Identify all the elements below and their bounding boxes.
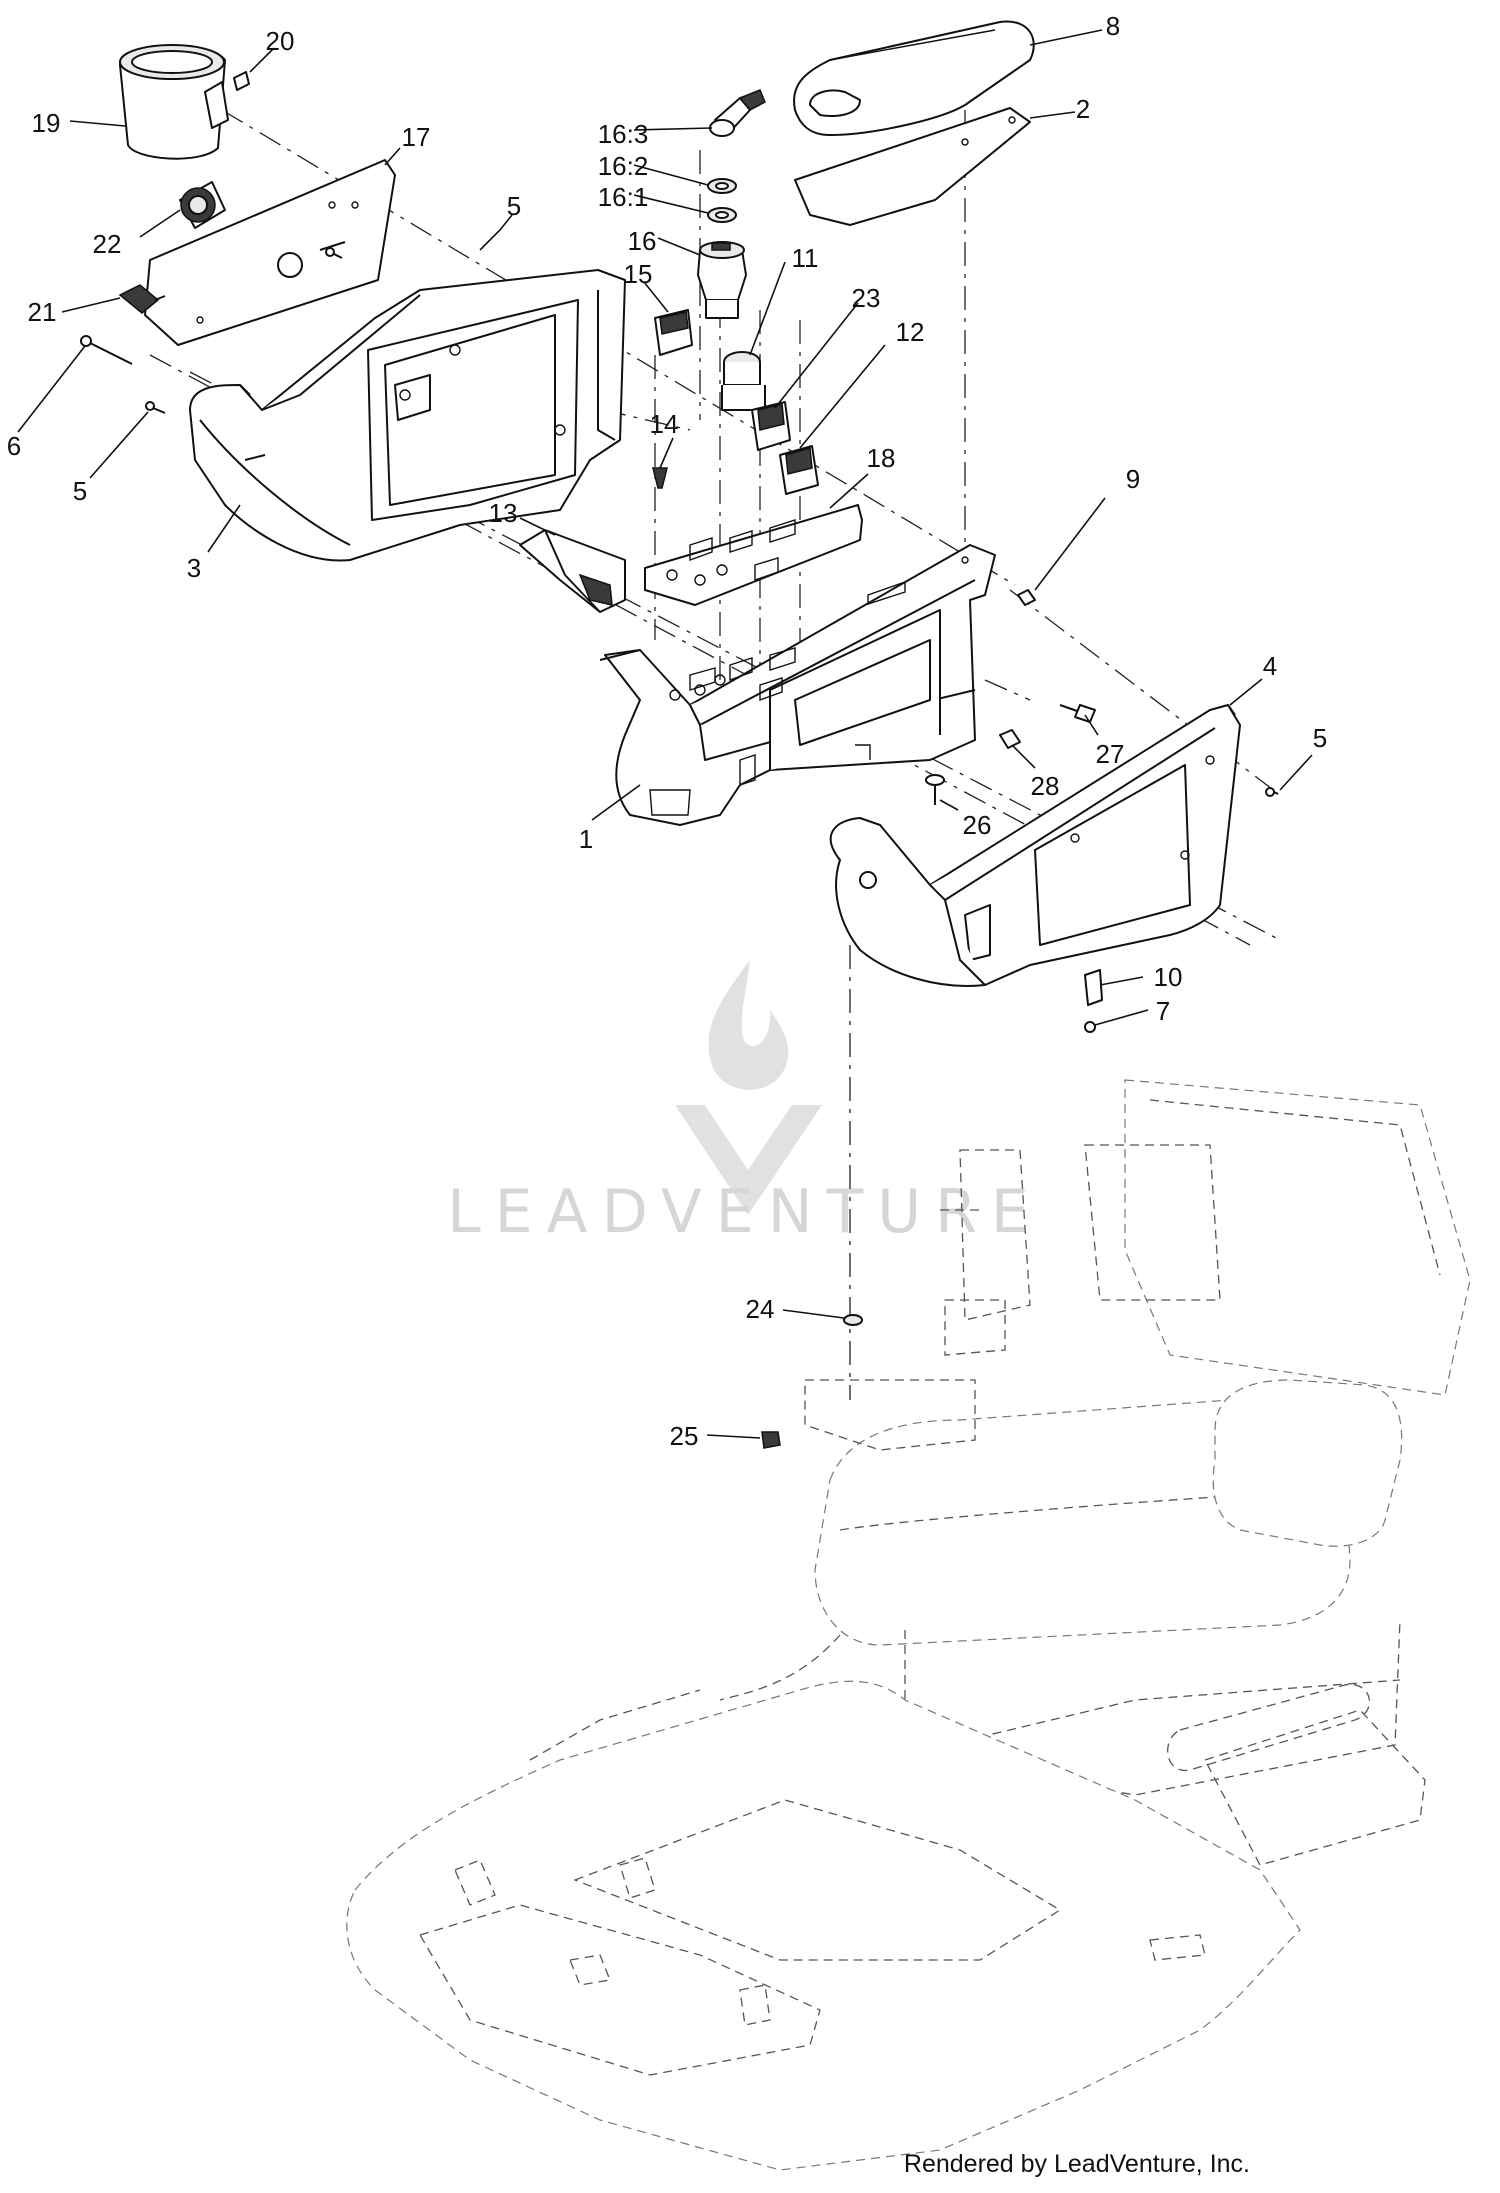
screw-5-left bbox=[145, 401, 166, 414]
callout-22: 22 bbox=[93, 229, 122, 259]
callout-25: 25 bbox=[670, 1421, 699, 1451]
nut-9 bbox=[1017, 589, 1036, 606]
render-credit: Rendered by LeadVenture, Inc. bbox=[903, 2150, 1250, 2178]
nut-25 bbox=[761, 1431, 781, 1449]
washer-24 bbox=[843, 1314, 863, 1326]
callout-17: 17 bbox=[402, 122, 431, 152]
watermark-text: LEADVENTURE bbox=[447, 1177, 1043, 1247]
pin-26 bbox=[925, 774, 945, 805]
callout-2: 2 bbox=[1076, 94, 1090, 124]
callout-16-2: 16:2 bbox=[598, 151, 649, 181]
nut-28 bbox=[999, 729, 1021, 749]
watermark-v-icon bbox=[675, 1105, 822, 1215]
leader-lines bbox=[17, 29, 1313, 1439]
armrest-plate bbox=[794, 107, 1031, 226]
callout-28: 28 bbox=[1031, 771, 1060, 801]
callout-23: 23 bbox=[852, 283, 881, 313]
clip-10 bbox=[1084, 969, 1103, 1006]
fastener-14 bbox=[652, 467, 668, 489]
rocker-switch-15 bbox=[654, 309, 693, 356]
callout-16-3: 16:3 bbox=[598, 119, 649, 149]
bracket-13 bbox=[519, 529, 626, 613]
callout-13: 13 bbox=[489, 498, 518, 528]
bolt-6 bbox=[80, 335, 133, 365]
callout-3: 3 bbox=[187, 553, 201, 583]
screw-7 bbox=[1084, 1021, 1096, 1033]
callout-15: 15 bbox=[624, 259, 653, 289]
mount-plate bbox=[144, 159, 396, 346]
callout-labels: 19 20 17 22 5 21 6 5 3 16:3 16:2 16:1 16… bbox=[7, 11, 1327, 1451]
callout-7: 7 bbox=[1156, 996, 1170, 1026]
callout-16: 16 bbox=[628, 226, 657, 256]
callout-20: 20 bbox=[266, 26, 295, 56]
decal-18 bbox=[644, 504, 863, 606]
callout-27: 27 bbox=[1096, 739, 1125, 769]
callout-14: 14 bbox=[650, 409, 679, 439]
right-console-cover bbox=[829, 704, 1241, 987]
nut-16-2 bbox=[707, 178, 737, 194]
rocker-switch-12 bbox=[779, 445, 819, 495]
mower-frame-ghost bbox=[346, 1079, 1471, 2171]
console-base bbox=[599, 544, 996, 826]
ignition-key bbox=[709, 89, 766, 137]
leadventure-watermark: LEADVENTURE bbox=[447, 960, 1043, 1247]
bolt-27 bbox=[1059, 704, 1096, 723]
cup-holder bbox=[119, 44, 229, 160]
callout-11: 11 bbox=[792, 243, 819, 273]
callout-10: 10 bbox=[1154, 962, 1183, 992]
washer-16-1 bbox=[707, 207, 737, 223]
screw-5-top bbox=[325, 247, 343, 259]
ignition-switch bbox=[697, 241, 747, 319]
callout-19: 19 bbox=[32, 108, 61, 138]
callout-5-top: 5 bbox=[507, 191, 521, 221]
watermark-flame-icon bbox=[708, 960, 789, 1090]
screw-20 bbox=[233, 71, 250, 91]
callout-4: 4 bbox=[1263, 651, 1277, 681]
callout-5-right: 5 bbox=[1313, 723, 1327, 753]
callout-6: 6 bbox=[7, 431, 21, 461]
left-console-cover bbox=[189, 269, 626, 562]
callout-8: 8 bbox=[1106, 11, 1120, 41]
power-port bbox=[179, 181, 226, 229]
callout-18: 18 bbox=[867, 443, 896, 473]
rocker-switch-23 bbox=[751, 401, 791, 451]
callout-24: 24 bbox=[746, 1294, 775, 1324]
callout-21: 21 bbox=[28, 297, 57, 327]
callout-5-left: 5 bbox=[73, 476, 87, 506]
armrest-pad bbox=[793, 20, 1035, 136]
callout-1: 1 bbox=[579, 824, 593, 854]
callout-16-1: 16:1 bbox=[598, 182, 649, 212]
pto-button-11 bbox=[721, 351, 766, 411]
callout-9: 9 bbox=[1126, 464, 1140, 494]
screw-5-right bbox=[1265, 787, 1279, 797]
callout-12: 12 bbox=[896, 317, 925, 347]
callout-26: 26 bbox=[963, 810, 992, 840]
knob-21 bbox=[118, 284, 166, 314]
